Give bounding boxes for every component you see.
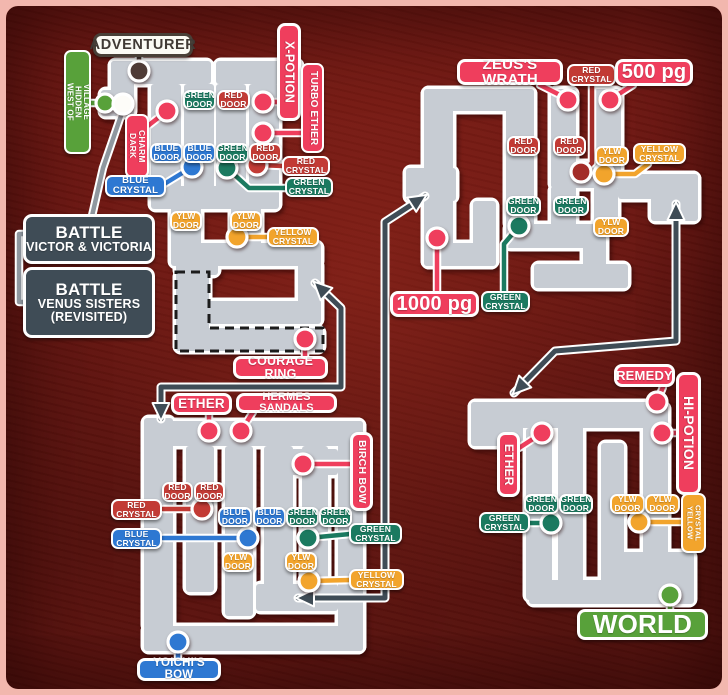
label-yellow-crystal-br: YELLOW CRYSTAL	[681, 493, 706, 553]
zeus-wrath-dot	[556, 88, 580, 112]
label-remedy: REMEDY	[614, 364, 675, 387]
blue-crystal-bl-dot	[236, 526, 260, 550]
label-ylw-door-tr-1: YLW DOOR	[595, 146, 629, 166]
label-birch-bow: BIRCH BOW	[350, 432, 373, 511]
label-blue-door-tl-2: BLUE DOOR	[183, 143, 216, 163]
label-green-door-tr-1: GREEN DOOR	[506, 196, 541, 216]
label-green-crystal-tl: GREEN CRYSTAL	[285, 177, 333, 197]
label-green-door-tl-2: GREEN DOOR	[216, 143, 249, 163]
label-world: WORLD	[577, 609, 708, 640]
label-turbo-ether: TURBO ETHER	[301, 63, 324, 153]
label-red-door-tr-1: RED DOOR	[507, 136, 540, 156]
label-green-crystal-br: GREEN CRYSTAL	[479, 512, 530, 533]
label-blue-door-tl-1: BLUE DOOR	[150, 143, 183, 163]
label-green-crystal-bl: GREEN CRYSTAL	[349, 523, 402, 544]
label-blue-door-bl-2: BLUE DOOR	[253, 507, 286, 527]
label-green-door-bl-2: GREEN DOOR	[319, 507, 352, 527]
label-x-potion: X-POTION	[277, 23, 301, 121]
label-red-crystal-tl: RED CRYSTAL	[282, 156, 330, 176]
label-red-door-tl-2: RED DOOR	[249, 143, 282, 163]
label-ylw-door-tl-2: YLW DOOR	[230, 211, 262, 231]
route-lower-maze-to-upper-right	[293, 191, 430, 608]
label-yellow-crystal-tr: YELLOW CRYSTAL	[633, 143, 686, 164]
label-green-crystal-tr: GREEN CRYSTAL	[481, 291, 530, 312]
500-pg-dot	[598, 88, 622, 112]
label-hi-potion: HI-POTION	[676, 372, 701, 495]
adventurer-dot	[127, 59, 151, 83]
label-green-door-tr-2: GREEN DOOR	[553, 196, 589, 216]
x-potion-dot	[251, 90, 275, 114]
secret-area-dashed-outline	[174, 270, 325, 353]
label-red-door-bl-2: RED DOOR	[194, 482, 225, 502]
courage-ring-dot	[293, 327, 317, 351]
battle-bracket	[14, 229, 31, 307]
label-blue-crystal-bl: BLUE CRYSTAL	[111, 528, 162, 549]
entrance-dot	[111, 92, 135, 116]
label-ether-br: ETHER	[497, 432, 520, 497]
label-green-door-tl-1: GREEN DOOR	[183, 90, 216, 110]
birch-bow-dot	[291, 452, 315, 476]
ether-bl-dot	[197, 419, 221, 443]
label-dark-charm: DARK CHARM	[125, 114, 149, 178]
hi-potion-dot	[650, 421, 674, 445]
label-pickup-1000-pg: 1000 pg	[390, 291, 479, 317]
label-red-door-bl-1: RED DOOR	[162, 482, 193, 502]
ether-br-dot	[530, 421, 554, 445]
label-ylw-door-bl-1: YLW DOOR	[222, 552, 254, 572]
label-ylw-door-tl-1: YLW DOOR	[170, 211, 202, 231]
label-red-crystal-bl: RED CRYSTAL	[111, 499, 162, 520]
marker-dots	[94, 59, 682, 654]
label-red-crystal-tr: RED CRYSTAL	[567, 64, 616, 86]
dark-charm-dot	[155, 99, 179, 123]
red-crystal-tr-dot	[569, 160, 593, 184]
label-blue-crystal-tl: BLUE CRYSTAL	[105, 175, 166, 197]
green-crystal-bl-dot	[296, 526, 320, 550]
label-green-door-br-1: GREEN DOOR	[524, 494, 559, 514]
label-west-of-hidden-village: WEST OF HIDDEN VILLAGE	[64, 50, 91, 154]
label-courage-ring: COURAGE RING	[233, 354, 328, 380]
label-pickup-500-pg: 500 pg	[615, 59, 693, 86]
label-blue-door-bl-1: BLUE DOOR	[218, 507, 252, 527]
label-zeus-wrath: ZEUS'S WRATH	[457, 57, 563, 87]
label-yellow-crystal-bl: YELLOW CRYSTAL	[349, 569, 404, 590]
label-adventurer: ADVENTURER	[90, 33, 196, 57]
remedy-dot	[645, 390, 669, 414]
yoichis-bow-dot	[166, 630, 190, 654]
green-crystal-tr-dot	[507, 214, 531, 238]
world-dot	[658, 583, 682, 607]
label-ylw-door-br-2: YLW DOOR	[645, 494, 680, 514]
label-ylw-door-tr-2: YLW DOOR	[593, 217, 629, 237]
label-red-door-tr-2: RED DOOR	[553, 136, 586, 156]
label-yellow-crystal-tl: YELLOW CRYSTAL	[267, 227, 319, 247]
label-green-door-bl-1: GREEN DOOR	[286, 507, 319, 527]
label-red-door-tl-1: RED DOOR	[217, 90, 250, 110]
label-green-door-br-2: GREEN DOOR	[559, 494, 593, 514]
label-yoichis-bow: YOICHI'S BOW	[137, 657, 221, 681]
label-hermes-sandals: HERMES SANDALS	[236, 391, 337, 414]
hermes-dot	[229, 419, 253, 443]
1000-pg-dot	[425, 226, 449, 250]
label-ylw-door-bl-2: YLW DOOR	[285, 552, 317, 572]
label-ether-bl: ETHER	[171, 393, 232, 415]
route-upper-right-to-lower-right	[509, 199, 686, 398]
label-ylw-door-br-1: YLW DOOR	[610, 494, 645, 514]
battle-link	[87, 105, 128, 221]
route-courage-to-lower-maze	[151, 278, 346, 424]
